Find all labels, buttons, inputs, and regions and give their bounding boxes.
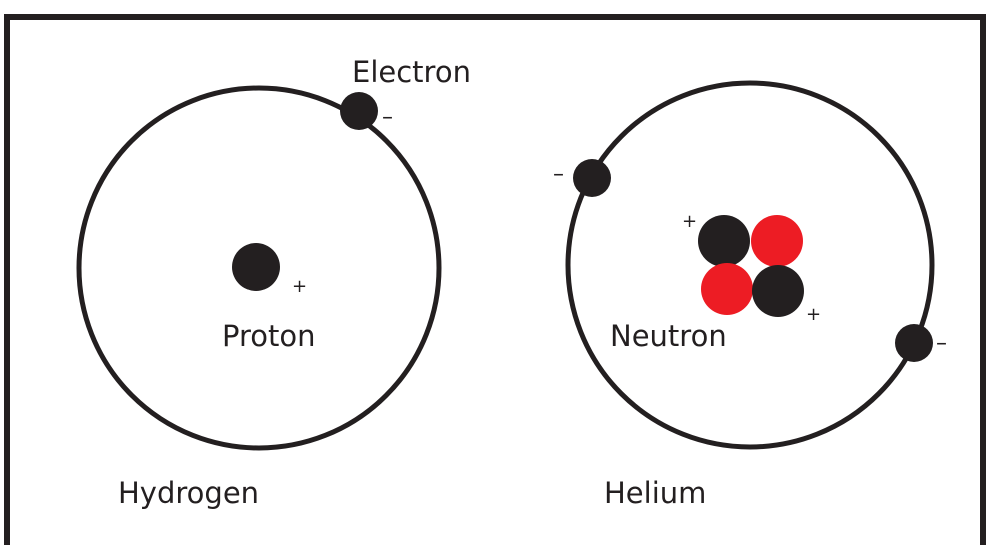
helium-proton-top-left — [698, 215, 750, 267]
hydrogen-electron — [340, 92, 378, 130]
helium-proton-charge-1: + — [682, 211, 697, 232]
helium-electron-left — [573, 159, 611, 197]
helium-electron-right — [895, 324, 933, 362]
helium-electron-right-charge: – — [936, 331, 947, 356]
hydrogen-proton — [232, 243, 280, 291]
diagram-frame — [4, 14, 986, 545]
hydrogen-orbit — [76, 85, 442, 451]
electron-label: Electron — [352, 55, 471, 89]
hydrogen-label: Hydrogen — [118, 476, 259, 510]
proton-label: Proton — [222, 319, 316, 353]
proton-charge: + — [292, 276, 307, 297]
hydrogen-atom: + – Electron Proton Hydrogen — [76, 55, 471, 510]
helium-neutron-top-right — [751, 215, 803, 267]
helium-neutron-bottom-left — [701, 263, 753, 315]
helium-atom: + + – – Neutron Helium — [553, 80, 947, 510]
helium-label: Helium — [604, 476, 706, 510]
helium-proton-charge-2: + — [806, 304, 821, 325]
neutron-label: Neutron — [610, 319, 727, 353]
helium-proton-bottom-right — [752, 265, 804, 317]
helium-electron-left-charge: – — [553, 162, 564, 187]
hydrogen-electron-charge: – — [382, 105, 393, 130]
helium-orbit — [565, 80, 935, 450]
